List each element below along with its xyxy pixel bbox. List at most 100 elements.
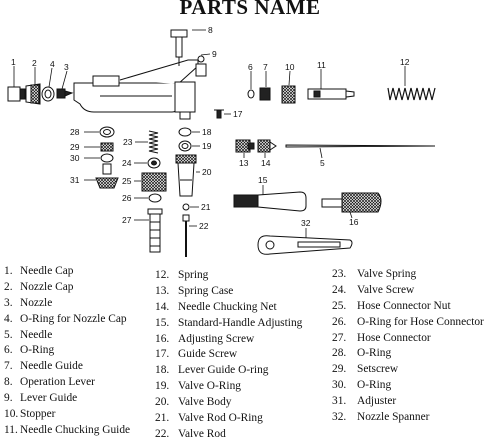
part-hose-connector-nut (141, 172, 167, 192)
part-nozzle-cap (25, 83, 41, 105)
part-number: 19. (155, 380, 170, 393)
parts-list-item: 19. Valve O-Ring (155, 379, 302, 395)
part-needle (285, 144, 436, 148)
part-number: 5. (4, 328, 13, 341)
callout-32: 32 (301, 218, 311, 228)
part-stopper (281, 85, 296, 104)
callout-31: 31 (70, 175, 80, 185)
part-name: O-Ring (357, 347, 392, 360)
parts-list-item: 14.Needle Chucking Net (155, 300, 302, 316)
part-number: 22. (155, 427, 170, 440)
part-number: 20. (155, 396, 170, 409)
part-number: 15. (155, 316, 170, 329)
part-name: Lever Guide (20, 392, 78, 405)
part-spring-case (235, 139, 255, 153)
callout-14: 14 (261, 158, 271, 168)
part-name: Spring (178, 269, 209, 281)
part-name: Valve Rod (178, 427, 226, 440)
parts-list-item: 12. Spring (155, 268, 302, 284)
callout-28: 28 (70, 127, 80, 137)
part-number: 4. (4, 312, 13, 325)
page-title: PARTS NAME (179, 0, 321, 19)
parts-list-item: 3. Nozzle (4, 296, 130, 312)
parts-list-item: 27.Hose Connector (332, 331, 484, 347)
part-number: 12. (155, 269, 170, 281)
part-number: 2. (4, 280, 13, 293)
parts-list-item: 1.Needle Cap (4, 264, 130, 280)
part-name: Hose Connector (357, 331, 431, 344)
parts-list-item: 13. Spring Case (155, 284, 302, 300)
parts-list-item: 25. Hose Connector Nut (332, 299, 484, 315)
part-name: Nozzle Cap (20, 280, 74, 293)
parts-list-item: 6.O-Ring (4, 343, 130, 359)
part-number: 21. (155, 412, 170, 425)
part-number: 30. (332, 379, 347, 392)
part-number: 6. (4, 344, 13, 357)
part-o-ring-6 (247, 89, 255, 99)
parts-list-item: 9.Lever Guide (4, 391, 130, 407)
callout-13: 13 (239, 158, 249, 168)
parts-list-item: 32.Nozzle Spanner (332, 410, 484, 426)
part-hose-connector (147, 208, 163, 253)
exploded-parts-diagram: 1 2 3 4 5 6 7 8 9 10 11 12 13 14 15 16 1… (7, 25, 436, 257)
part-name: Operation Lever (20, 376, 95, 389)
part-name: Needle (20, 328, 53, 341)
part-number: 13. (155, 284, 170, 297)
parts-list-item: 22. Valve Rod (155, 427, 302, 443)
part-name: Hose Connector Nut (357, 299, 451, 312)
callout-26: 26 (122, 193, 132, 203)
parts-list-item: 29.Setscrew (332, 362, 484, 378)
part-name: Needle Chucking Net (178, 300, 277, 313)
callout-19: 19 (202, 141, 212, 151)
part-operation-lever (170, 29, 188, 66)
parts-list-item: 21.Valve Rod O-Ring (155, 411, 302, 427)
part-number: 17. (155, 348, 170, 361)
part-needle-chucking-net (257, 139, 277, 153)
part-name: Standard-Handle Adjusting (178, 316, 303, 329)
part-name: Valve O-Ring (178, 380, 241, 393)
part-number: 3. (4, 296, 13, 309)
part-number: 1. (4, 265, 13, 277)
callout-23: 23 (123, 137, 133, 147)
part-number: 8. (4, 376, 13, 389)
parts-list-item: 26.O-Ring for Hose Connector (332, 315, 484, 331)
callout-22: 22 (199, 221, 209, 231)
callout-20: 20 (202, 167, 212, 177)
part-name: Guide Screw (178, 348, 238, 361)
callout-16: 16 (349, 217, 359, 227)
part-name: Spring Case (178, 284, 234, 297)
part-name: Lever Guide O-ring (178, 364, 269, 377)
part-number: 31. (332, 395, 347, 408)
callout-numbers: 1 2 3 4 5 6 7 8 9 10 11 12 13 14 15 16 1… (11, 25, 410, 231)
parts-list-item: 17. Guide Screw (155, 347, 302, 363)
callout-21: 21 (201, 202, 211, 212)
callout-15: 15 (258, 175, 268, 185)
part-spring (387, 87, 436, 101)
callout-7: 7 (263, 62, 268, 72)
part-name: Setscrew (357, 363, 399, 376)
parts-list-item: 4. O-Ring for Nozzle Cap (4, 312, 130, 328)
part-adjusting-screw (321, 192, 382, 213)
part-name: Adjuster (357, 395, 397, 408)
part-name: Valve Body (178, 396, 232, 409)
part-adjuster (95, 163, 119, 189)
parts-list-item: 2. Nozzle Cap (4, 280, 130, 296)
part-name: Valve Screw (357, 283, 415, 296)
callout-25: 25 (122, 176, 132, 186)
part-hose-connector-o-ring (148, 193, 162, 203)
callout-9: 9 (212, 49, 217, 59)
part-lever-guide (195, 55, 207, 77)
parts-list-item: 24.Valve Screw (332, 283, 484, 299)
part-lever-guide-o-ring (178, 127, 192, 137)
parts-list-item: 16.Adjusting Screw (155, 332, 302, 348)
part-name: Nozzle (20, 296, 53, 309)
parts-list-item: 28. O-Ring (332, 346, 484, 362)
part-number: 28. (332, 347, 347, 360)
part-valve-rod-o-ring (182, 203, 190, 211)
part-name: O-Ring for Nozzle Cap (20, 312, 127, 325)
part-number: 26. (332, 315, 347, 328)
part-needle-guide (259, 87, 271, 101)
part-number: 25. (332, 299, 347, 312)
part-number: 10. (4, 408, 19, 421)
